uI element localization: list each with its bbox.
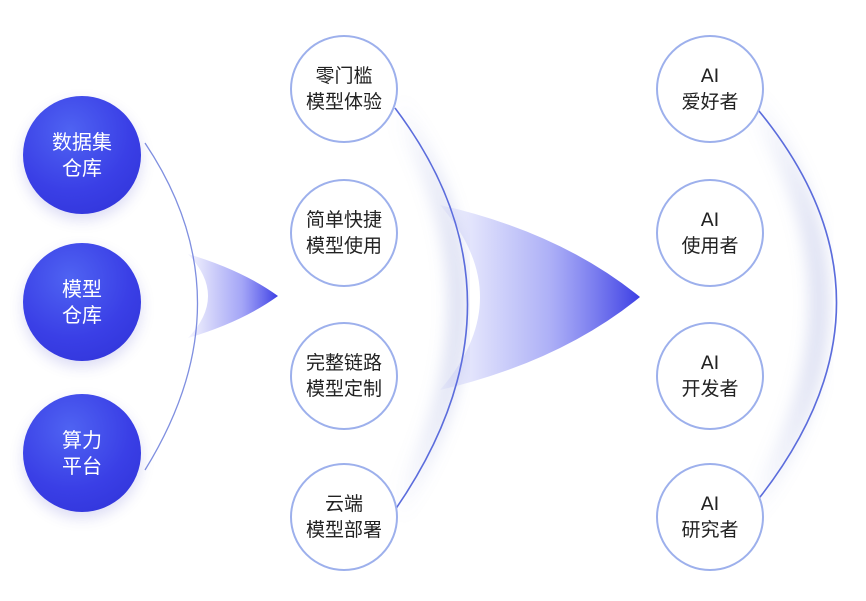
node-label: 爱好者: [681, 91, 739, 113]
node-label: AI: [700, 65, 720, 87]
node-label: AI: [700, 493, 720, 515]
node-label: 研究者: [681, 519, 739, 541]
middle-arc-shadow: [385, 102, 469, 516]
node-label: 使用者: [681, 235, 739, 257]
feature-node-simple-fast: 简单快捷 模型使用: [290, 179, 398, 287]
node-label: 仓库: [62, 303, 102, 327]
feature-node-zero-threshold: 零门槛 模型体验: [290, 35, 398, 143]
left-arc: [144, 142, 199, 471]
source-node-model-repo: 模型 仓库: [23, 243, 141, 361]
node-label: 模型: [62, 277, 102, 301]
middle-arc: [394, 107, 469, 511]
source-node-compute-platform: 算力 平台: [23, 394, 141, 512]
small-arrow: [188, 254, 278, 338]
large-arrow: [440, 205, 640, 390]
feature-node-cloud-deploy: 云端 模型部署: [290, 463, 398, 571]
node-label: 数据集: [52, 130, 112, 154]
audience-node-researcher: AI 研究者: [656, 463, 764, 571]
feature-node-full-pipeline: 完整链路 模型定制: [290, 322, 398, 430]
node-label: AI: [700, 352, 720, 374]
right-arc: [747, 97, 838, 513]
right-arc-shadow: [738, 91, 830, 519]
node-label: 开发者: [681, 378, 739, 400]
node-label: 仓库: [62, 156, 102, 180]
node-label: 算力: [62, 428, 102, 452]
node-label: 简单快捷: [305, 209, 382, 231]
audience-node-developer: AI 开发者: [656, 322, 764, 430]
audience-node-user: AI 使用者: [656, 179, 764, 287]
node-label: 云端: [324, 493, 363, 515]
node-label: 模型使用: [305, 235, 382, 257]
audience-node-enthusiast: AI 爱好者: [656, 35, 764, 143]
node-label: 完整链路: [305, 352, 382, 374]
node-label: 模型体验: [305, 91, 382, 113]
source-node-dataset-repo: 数据集 仓库: [23, 96, 141, 214]
node-label: 模型定制: [305, 378, 382, 400]
node-label: 模型部署: [305, 519, 382, 541]
node-label: AI: [700, 209, 720, 231]
node-label: 零门槛: [315, 65, 373, 87]
node-label: 平台: [62, 454, 102, 478]
